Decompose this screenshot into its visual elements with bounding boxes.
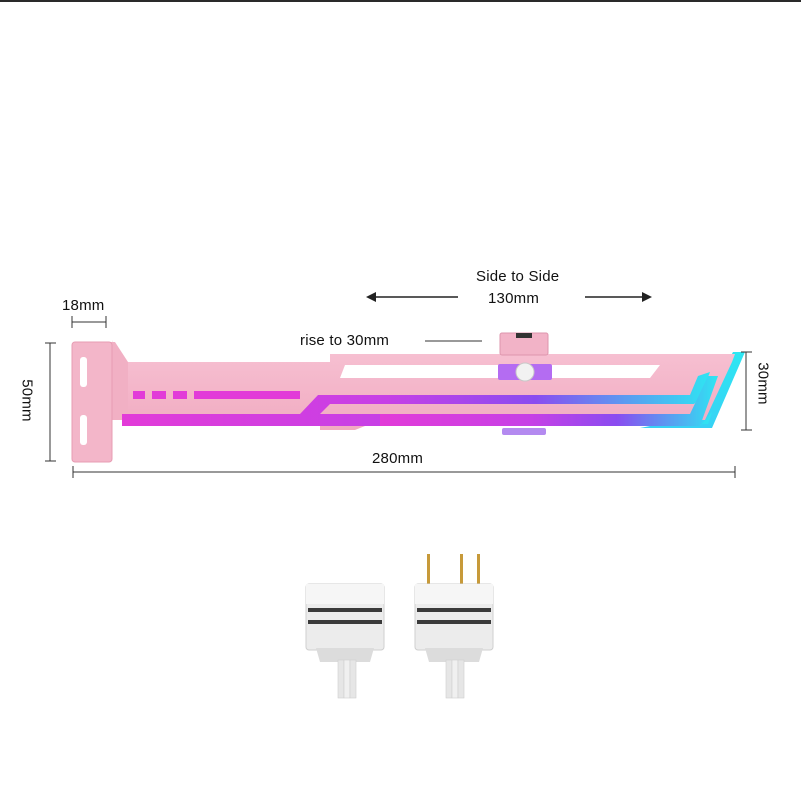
male-wire-2: [451, 659, 459, 699]
female-wire-3: [349, 659, 357, 699]
carriage-top-nub: [516, 333, 532, 338]
female-connector-top: [306, 584, 384, 604]
male-wire-3: [457, 659, 465, 699]
mounting-slot-top: [80, 357, 87, 387]
female-wire-2: [343, 659, 351, 699]
glow-dash-3: [173, 391, 187, 399]
male-pin-2: [460, 554, 463, 584]
top-border-line: [0, 0, 801, 2]
side-to-side-title: Side to Side: [476, 268, 560, 285]
bracket-arm: [100, 340, 745, 430]
dimension-lines: [45, 316, 752, 478]
male-wire-1: [445, 659, 453, 699]
glow-strip-upper: [194, 391, 300, 399]
male-pin-1: [427, 554, 430, 584]
height-50mm-label: 50mm: [18, 379, 36, 422]
glow-edge-right: [640, 352, 745, 428]
female-wire-1: [337, 659, 345, 699]
argb-male-connector-icon: [414, 554, 494, 699]
glow-strip-lower: [122, 372, 712, 426]
glow-dash-2: [152, 391, 166, 399]
male-rib-1: [417, 608, 491, 612]
mounting-plate: [71, 341, 113, 463]
mounting-slot-bottom: [80, 415, 87, 445]
height-30mm-label: 30mm: [754, 362, 772, 405]
mounting-plate-body: [71, 341, 113, 463]
arrow-right-head: [642, 292, 652, 302]
carriage-bottom-glow: [502, 428, 546, 435]
male-pin-3: [477, 554, 480, 584]
glow-dash-1: [133, 391, 145, 399]
male-connector-taper: [425, 648, 483, 662]
male-connector-top: [415, 584, 493, 604]
arrow-left-head: [366, 292, 376, 302]
argb-female-connector-icon: [305, 583, 385, 699]
male-rib-2: [417, 620, 491, 624]
side-to-side-value: 130mm: [488, 290, 540, 307]
rise-label: rise to 30mm: [300, 332, 390, 349]
glow-strip-main: [380, 376, 718, 426]
thumb-screw-icon: [515, 362, 535, 382]
female-rib-2: [308, 620, 382, 624]
female-rib-1: [308, 608, 382, 612]
female-connector-taper: [316, 648, 374, 662]
bracket-arm-body: [112, 340, 735, 430]
slider-carriage: [498, 332, 552, 435]
length-280mm-label: 280mm: [372, 450, 424, 467]
width-18mm-label: 18mm: [62, 297, 105, 314]
side-to-side-arrows: [366, 292, 652, 302]
